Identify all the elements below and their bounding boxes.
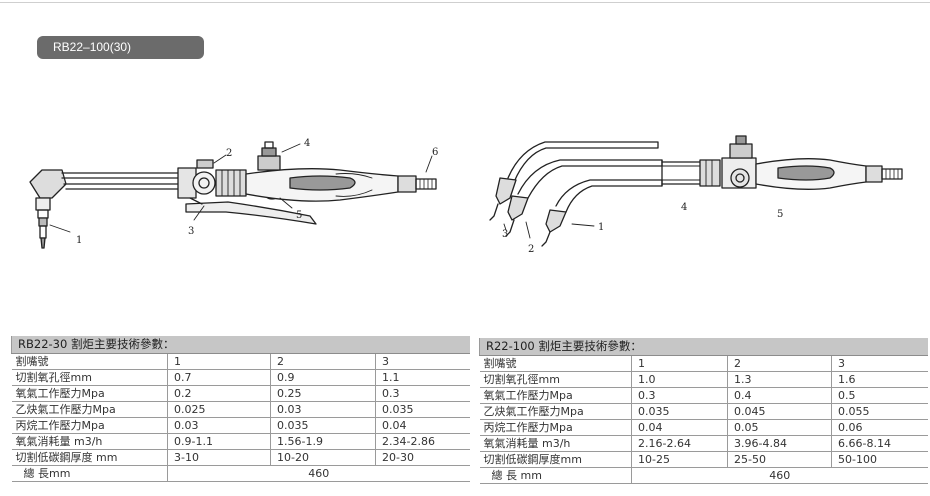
cell-value: 10-20 [270, 449, 376, 466]
cell-value: 1.0 [631, 371, 728, 388]
cell-value: 0.3 [374, 385, 470, 402]
cell-value: 25-50 [727, 451, 832, 468]
table-row: 總 長mm 460 [11, 465, 470, 482]
left-callout-2: 2 [226, 148, 232, 159]
cell-value: 0.035 [270, 417, 376, 434]
left-callout-3: 3 [188, 226, 194, 237]
table-title-row: R22-100 割炬主要技術參數： [478, 338, 928, 356]
table-header-row: 割嘴號 1 2 3 [479, 355, 928, 372]
cell-value: 460 [630, 467, 928, 484]
cell-value: 0.045 [727, 403, 832, 420]
cell-value: 1.3 [727, 371, 832, 388]
left-callout-5: 5 [296, 210, 302, 221]
cell-value: 0.03 [270, 401, 376, 418]
cell-value: 0.04 [374, 417, 470, 434]
cell-value: 20-30 [374, 449, 470, 466]
table-row: 切割低碳鋼厚度mm 10-25 25-50 50-100 [479, 451, 928, 468]
row-label: 總 長 mm [479, 467, 632, 484]
table-row: 氧氣工作壓力Mpa 0.3 0.4 0.5 [479, 387, 928, 404]
top-divider [0, 2, 930, 3]
cell-value: 6.66-8.14 [830, 435, 928, 452]
cell-value: 50-100 [830, 451, 928, 468]
row-label: 切割低碳鋼厚度mm [479, 451, 632, 468]
tip-number: 2 [727, 355, 832, 372]
cell-value: 10-25 [631, 451, 728, 468]
model-badge: RB22–100(30) [37, 36, 204, 59]
row-label: 丙烷工作壓力Mpa [479, 419, 632, 436]
row-label: 氧氣消耗量 m3/h [479, 435, 632, 452]
cell-value: 0.9-1.1 [167, 433, 271, 450]
table-title-row: RB22-30 割炬主要技術參數： [10, 336, 470, 354]
table-row: 丙烷工作壓力Mpa 0.03 0.035 0.04 [11, 417, 470, 434]
cell-value: 0.06 [830, 419, 928, 436]
cell-value: 0.2 [167, 385, 271, 402]
cell-value: 460 [166, 465, 470, 482]
cell-value: 1.56-1.9 [270, 433, 376, 450]
table-row: 總 長 mm 460 [479, 467, 928, 484]
cell-value: 0.9 [270, 369, 376, 386]
table-row: 乙炔氣工作壓力Mpa 0.025 0.03 0.035 [11, 401, 470, 418]
cell-value: 3-10 [167, 449, 271, 466]
row-label: 氧氣工作壓力Mpa [11, 385, 168, 402]
cell-value: 0.7 [167, 369, 271, 386]
cell-value: 1.1 [374, 369, 470, 386]
row-label: 割嘴號 [11, 353, 168, 370]
row-label: 氧氣工作壓力Mpa [479, 387, 632, 404]
cell-value: 2.16-2.64 [631, 435, 728, 452]
right-callout-4: 4 [681, 202, 687, 213]
table-row: 氧氣工作壓力Mpa 0.2 0.25 0.3 [11, 385, 470, 402]
cell-value: 0.035 [631, 403, 728, 420]
table-row: 切割氧孔徑mm 1.0 1.3 1.6 [479, 371, 928, 388]
row-label: 切割氧孔徑mm [479, 371, 632, 388]
tip-number: 3 [830, 355, 928, 372]
cell-value: 0.035 [374, 401, 470, 418]
table-row: 切割低碳鋼厚度 mm 3-10 10-20 20-30 [11, 449, 470, 466]
table-row: 切割氧孔徑mm 0.7 0.9 1.1 [11, 369, 470, 386]
row-label: 切割低碳鋼厚度 mm [11, 449, 168, 466]
cell-value: 2.34-2.86 [374, 433, 470, 450]
table-row: 氧氣消耗量 m3/h 0.9-1.1 1.56-1.9 2.34-2.86 [11, 433, 470, 450]
row-label: 乙炔氣工作壓力Mpa [479, 403, 632, 420]
table-row: 氧氣消耗量 m3/h 2.16-2.64 3.96-4.84 6.66-8.14 [479, 435, 928, 452]
cell-value: 3.96-4.84 [727, 435, 832, 452]
cell-value: 0.025 [167, 401, 271, 418]
spec-table-r22-100: R22-100 割炬主要技術參數： 割嘴號 1 2 3 切割氧孔徑mm 1.0 … [478, 338, 928, 484]
row-label: 切割氧孔徑mm [11, 369, 168, 386]
cell-value: 1.6 [830, 371, 928, 388]
tip-number: 2 [270, 353, 376, 370]
right-callout-3: 3 [502, 229, 508, 240]
spec-table-rb22-30: RB22-30 割炬主要技術參數： 割嘴號 1 2 3 切割氧孔徑mm 0.7 … [10, 336, 470, 482]
row-label: 割嘴號 [479, 355, 632, 372]
tip-number: 1 [631, 355, 728, 372]
right-torch-illustration [489, 135, 903, 247]
right-callout-1: 1 [598, 222, 604, 233]
cell-value: 0.25 [270, 385, 376, 402]
row-label: 總 長mm [11, 465, 168, 482]
table-row: 丙烷工作壓力Mpa 0.04 0.05 0.06 [479, 419, 928, 436]
left-callout-1: 1 [76, 235, 82, 246]
cell-value: 0.5 [830, 387, 928, 404]
row-label: 乙炔氣工作壓力Mpa [11, 401, 168, 418]
cell-value: 0.05 [727, 419, 832, 436]
left-torch-illustration [29, 141, 437, 249]
table-title: R22-100 割炬主要技術參數： [478, 338, 928, 356]
cell-value: 0.3 [631, 387, 728, 404]
row-label: 丙烷工作壓力Mpa [11, 417, 168, 434]
cell-value: 0.03 [167, 417, 271, 434]
row-label: 氧氣消耗量 m3/h [11, 433, 168, 450]
table-row: 乙炔氣工作壓力Mpa 0.035 0.045 0.055 [479, 403, 928, 420]
right-callout-2: 2 [528, 244, 534, 255]
tip-number: 1 [167, 353, 271, 370]
cell-value: 0.04 [631, 419, 728, 436]
torch-drawing: 1 2 3 4 5 6 1 2 3 4 5 [29, 135, 903, 255]
table-header-row: 割嘴號 1 2 3 [11, 353, 470, 370]
left-callout-6: 6 [432, 147, 438, 158]
tip-number: 3 [374, 353, 470, 370]
left-callout-4: 4 [304, 138, 310, 149]
cell-value: 0.4 [727, 387, 832, 404]
cell-value: 0.055 [830, 403, 928, 420]
table-title: RB22-30 割炬主要技術參數： [10, 336, 470, 354]
right-callout-5: 5 [777, 209, 783, 220]
